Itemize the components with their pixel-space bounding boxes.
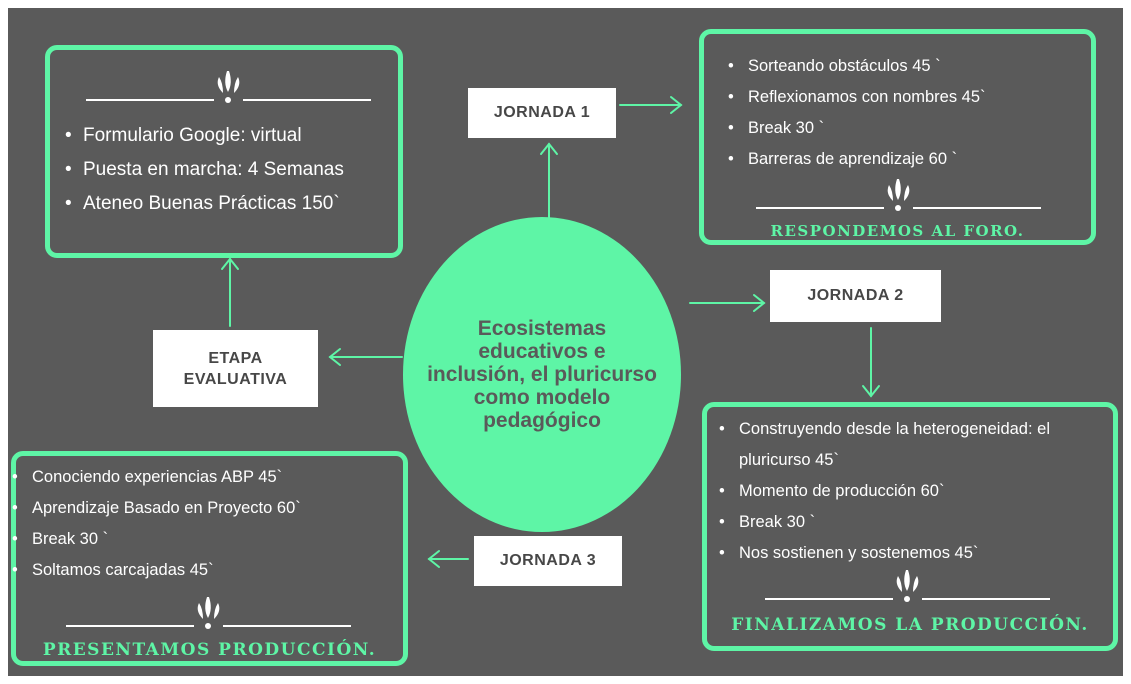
list-item: Barreras de aprendizaje 60 ` xyxy=(726,144,1094,175)
list-item: Reflexionamos con nombres 45` xyxy=(726,82,1094,113)
list-item: Break 30 ` xyxy=(726,113,1094,144)
list-item: Formulario Google: virtual xyxy=(61,119,396,153)
jornada2-box: Construyendo desde la heterogeneidad: el… xyxy=(702,402,1118,651)
list-item: Puesta en marcha: 4 Semanas xyxy=(61,153,396,187)
jornada1-label-text: JORNADA 1 xyxy=(493,104,591,121)
arrow-icon-center-to-etapa xyxy=(328,348,403,366)
list-item: Nos sostienen y sostenemos 45` xyxy=(717,538,1115,569)
etapa-evaluativa-label: ETAPA EVALUATIVA xyxy=(153,330,318,407)
central-topic-circle: Ecosistemas educativos e inclusión, el p… xyxy=(403,217,681,532)
jornada3-footer-title: PRESENTAMOS PRODUCCIÓN. xyxy=(42,640,377,660)
list-item: Conociendo experiencias ABP 45` xyxy=(10,462,405,493)
jornada2-item-list: Construyendo desde la heterogeneidad: el… xyxy=(717,414,1115,569)
sparkle-divider-icon xyxy=(86,71,371,103)
list-item: Construyendo desde la heterogeneidad: el… xyxy=(717,414,1115,476)
arrow-icon-jornada2-to-box2 xyxy=(862,327,880,398)
etapa-label-line2: EVALUATIVA xyxy=(183,370,288,388)
etapa-item-list: Formulario Google: virtual Puesta en mar… xyxy=(61,119,396,221)
jornada3-label-text: JORNADA 3 xyxy=(499,552,597,569)
etapa-label-line1: ETAPA xyxy=(208,349,263,367)
arrow-icon-center-to-jornada1 xyxy=(540,142,558,219)
list-item: Aprendizaje Basado en Proyecto 60` xyxy=(10,493,405,524)
list-item: Soltamos carcajadas 45` xyxy=(10,555,405,586)
jornada2-footer-title: FINALIZAMOS LA PRODUCCIÓN. xyxy=(731,615,1089,635)
jornada1-box: Sorteando obstáculos 45 ` Reflexionamos … xyxy=(699,29,1096,245)
jornada3-item-list: Conociendo experiencias ABP 45` Aprendiz… xyxy=(10,462,405,586)
jornada1-footer-title: RESPONDEMOS AL FORO. xyxy=(770,222,1025,240)
jornada3-label: JORNADA 3 xyxy=(474,536,622,586)
list-item: Momento de producción 60` xyxy=(717,476,1115,507)
list-item: Sorteando obstáculos 45 ` xyxy=(726,51,1094,82)
jornada2-label: JORNADA 2 xyxy=(770,270,941,322)
jornada1-item-list: Sorteando obstáculos 45 ` Reflexionamos … xyxy=(726,51,1094,175)
mind-map-canvas: Formulario Google: virtual Puesta en mar… xyxy=(8,8,1123,676)
jornada2-label-text: JORNADA 2 xyxy=(807,287,904,304)
list-item: Break 30 ` xyxy=(717,507,1115,538)
arrow-icon-center-to-jornada2 xyxy=(689,294,766,312)
jornada1-label: JORNADA 1 xyxy=(468,88,616,138)
sparkle-divider-icon xyxy=(765,570,1050,602)
jornada3-box: Conociendo experiencias ABP 45` Aprendiz… xyxy=(11,451,408,666)
arrow-icon-jornada3-to-box3 xyxy=(427,550,469,568)
list-item: Ateneo Buenas Prácticas 150` xyxy=(61,187,396,221)
sparkle-divider-icon xyxy=(66,597,351,629)
etapa-evaluativa-box: Formulario Google: virtual Puesta en mar… xyxy=(45,45,403,258)
central-topic-title: Ecosistemas educativos e inclusión, el p… xyxy=(427,317,657,432)
arrow-icon-etapa-to-box xyxy=(221,257,239,327)
arrow-icon-jornada1-to-box1 xyxy=(619,96,683,114)
list-item: Break 30 ` xyxy=(10,524,405,555)
sparkle-divider-icon xyxy=(756,179,1041,211)
